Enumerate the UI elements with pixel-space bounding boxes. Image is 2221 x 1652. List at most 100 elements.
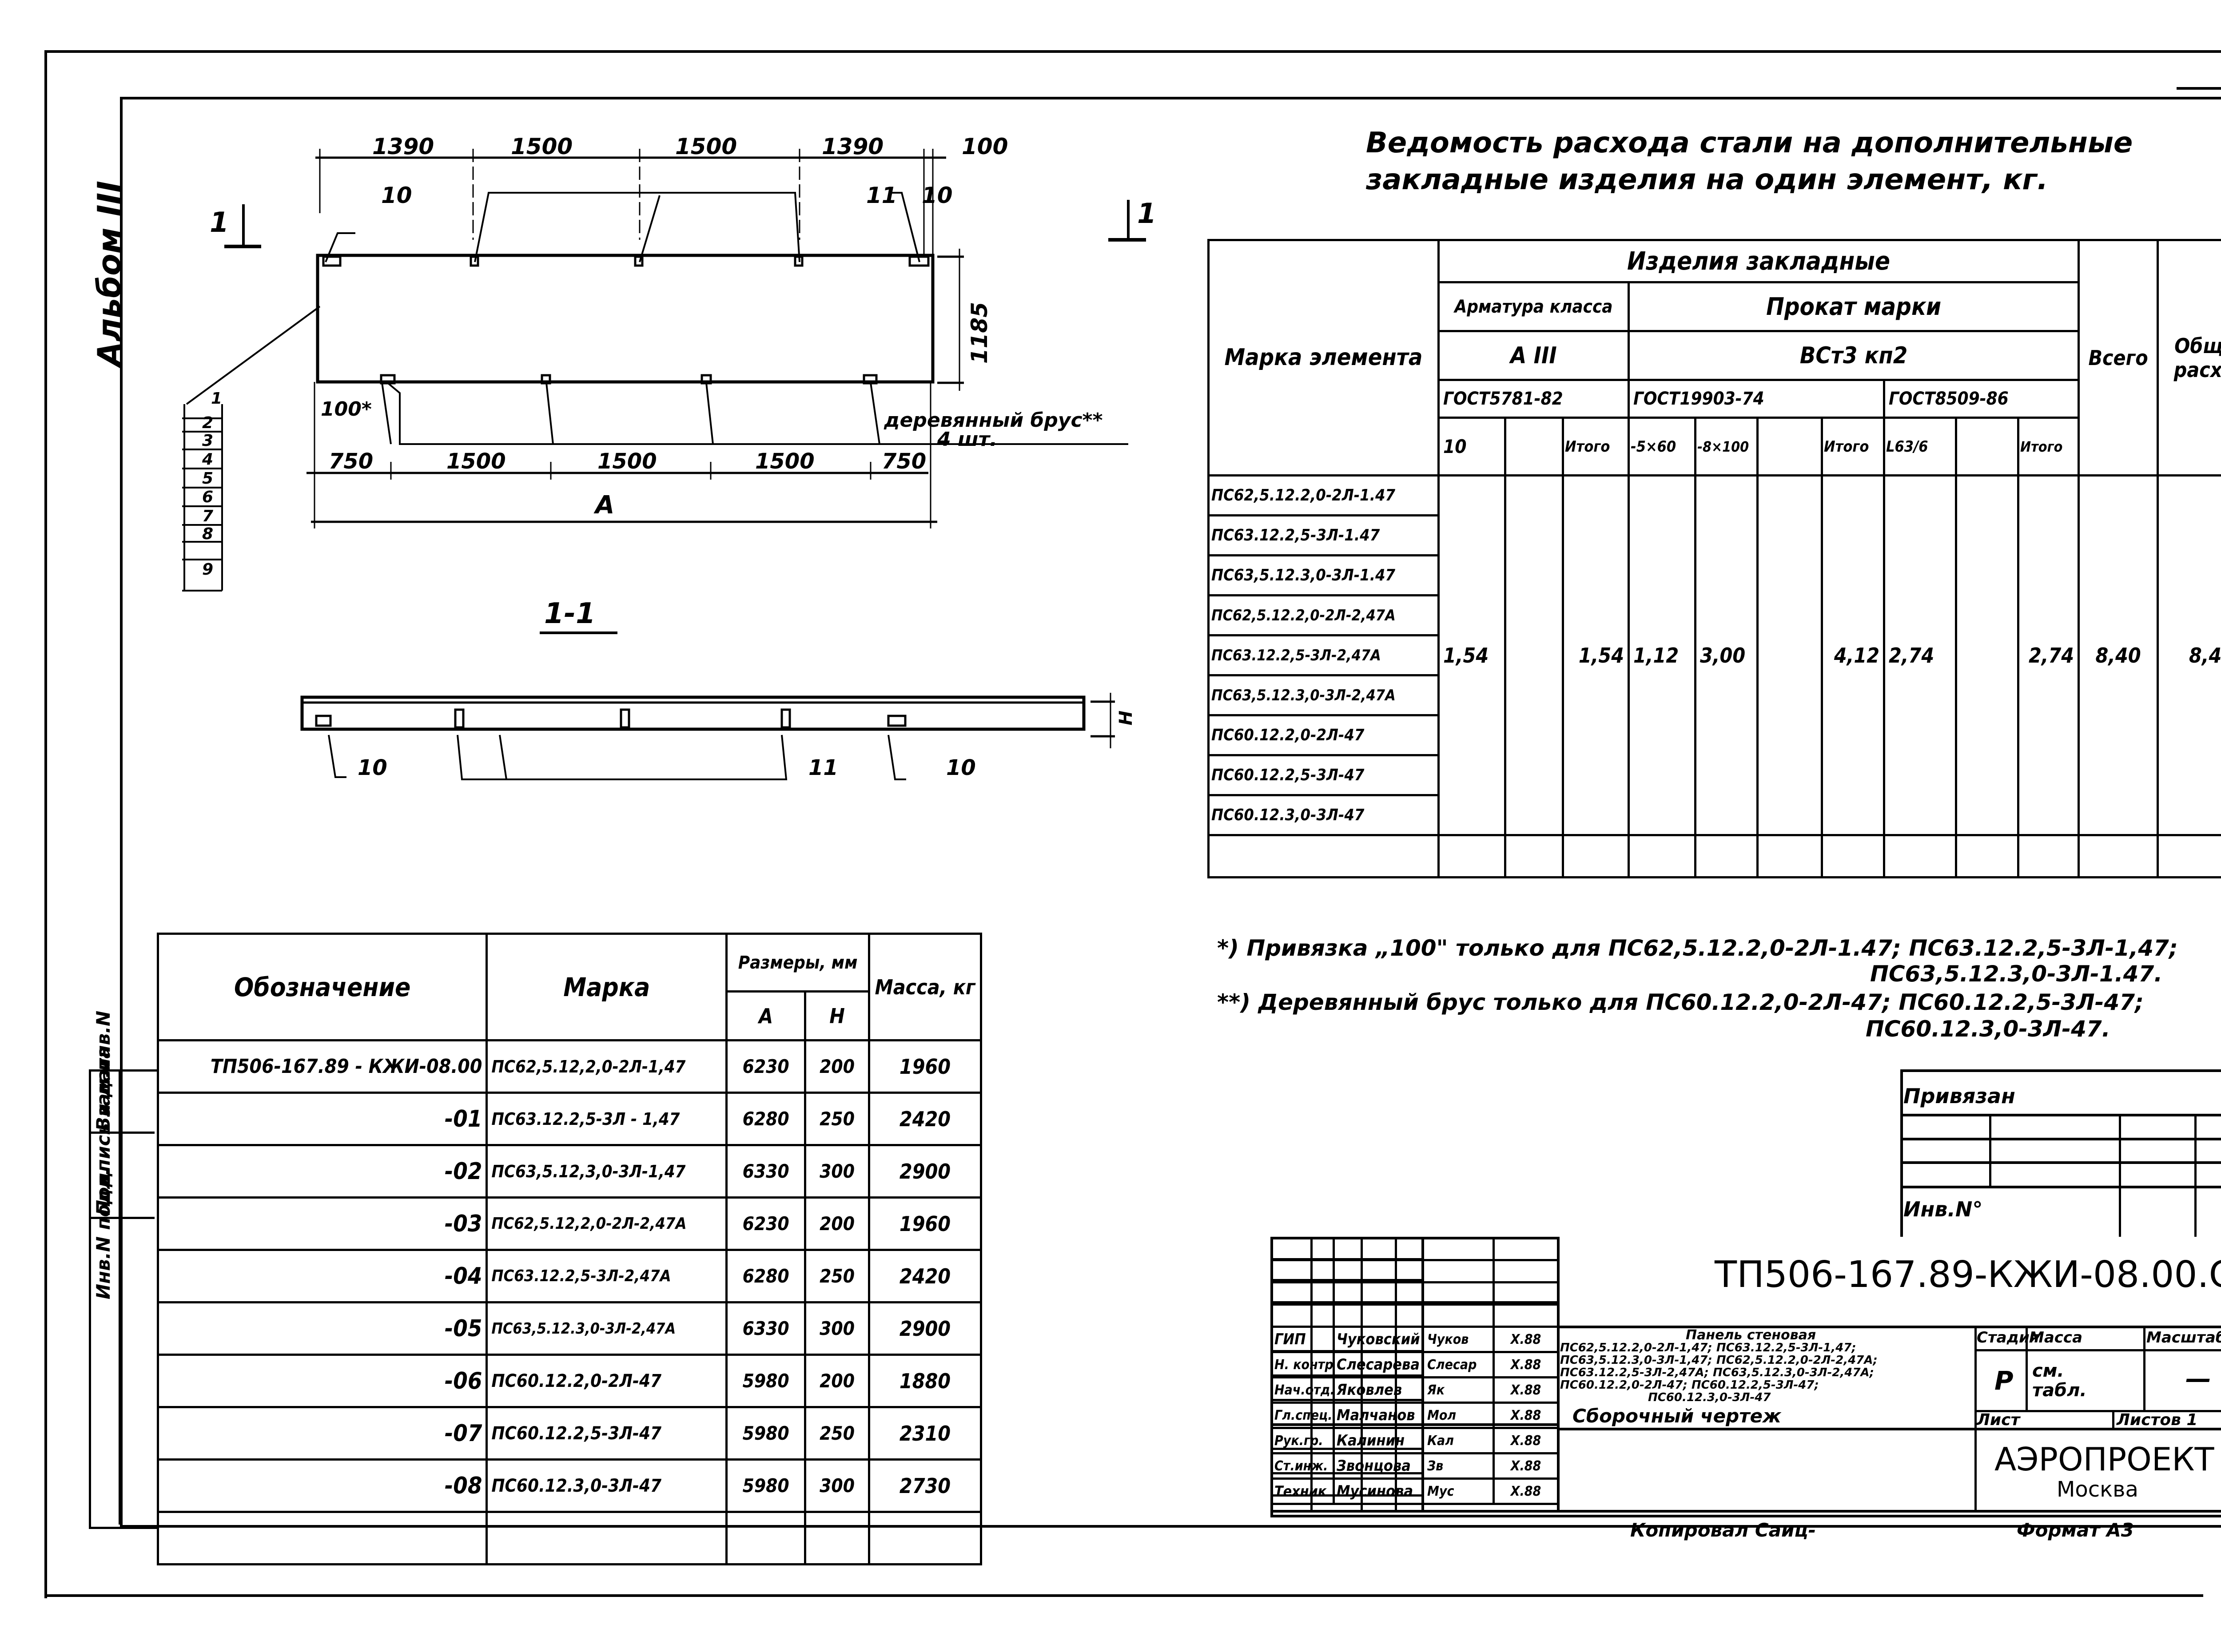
layer-number-6: 6 bbox=[202, 488, 214, 506]
signature: Кал bbox=[1421, 1427, 1495, 1454]
header-mark-element-label: Марка элемента bbox=[1224, 344, 1423, 371]
layer-number-2: 2 bbox=[202, 414, 214, 432]
sheet-format: Формат А3 bbox=[2017, 1519, 2134, 1541]
subcol-blank-2 bbox=[1756, 417, 1823, 477]
subcol-5x60: -5×60 bbox=[1628, 417, 1696, 477]
steel-row: ПС60.12.3,0-3Л-47 bbox=[1207, 794, 2221, 836]
note-2-line-1: **) Деревянный брус только для ПС60.12.2… bbox=[1217, 989, 2144, 1015]
designation: -02 bbox=[156, 1144, 488, 1199]
mass: 1960 bbox=[868, 1039, 982, 1094]
empty-cell bbox=[1562, 834, 1630, 878]
header-mark-element: Марка элемента bbox=[1207, 239, 1440, 477]
dim-top-1390-left: 1390 bbox=[372, 134, 434, 159]
binding-col-1 bbox=[1989, 1114, 1991, 1186]
subcol-l63: L63/6 bbox=[1883, 417, 1957, 477]
subcol-blank-1 bbox=[1504, 417, 1564, 477]
stage-value: Р bbox=[1994, 1366, 2014, 1396]
empty-cell bbox=[1270, 1237, 1335, 1261]
empty-cell bbox=[1694, 834, 1759, 878]
tb-header-row bbox=[1974, 1349, 2221, 1351]
value-5x60: 1,12 bbox=[1628, 474, 1696, 836]
size-h: 200 bbox=[804, 1039, 871, 1094]
mass-label: Масса bbox=[2029, 1329, 2083, 1346]
signature: Мус bbox=[1421, 1477, 1495, 1505]
binding-divider-3 bbox=[1900, 1161, 2221, 1164]
date: X.88 bbox=[1493, 1452, 1559, 1480]
tb-scale-col bbox=[2143, 1326, 2145, 1410]
empty-cell bbox=[1421, 1281, 1495, 1306]
mass: 2900 bbox=[868, 1301, 982, 1356]
description-line-2: ПС63,5.12.3,0-3Л-1,47; ПС62,5.12.2,0-2Л-… bbox=[1560, 1354, 1878, 1367]
value-blank-1 bbox=[1504, 474, 1564, 836]
mark: ПС62,5.12.2,0-2Л-2,47А bbox=[1207, 594, 1440, 636]
signature-row: Техник Мусинова Мус X.88 bbox=[1270, 1477, 1559, 1505]
spec-row: -02 ПС63,5.12,3,0-3Л-1,47 6330 300 2900 bbox=[156, 1144, 982, 1199]
header-sizes: Размеры, мм bbox=[725, 933, 871, 993]
scale-value: — bbox=[2185, 1363, 2211, 1394]
drawing-frame bbox=[120, 97, 2221, 1528]
designation: -08 bbox=[156, 1458, 488, 1513]
designation: -05 bbox=[156, 1301, 488, 1356]
section-mark-right: 1 bbox=[1137, 197, 1157, 230]
empty-cell bbox=[2157, 834, 2221, 878]
empty-cell bbox=[1493, 1281, 1559, 1306]
value-total: 8,40 bbox=[2078, 474, 2159, 836]
specification-table: Обозначение Марка Размеры, мм Масса, кг … bbox=[156, 933, 982, 1565]
empty-cell bbox=[1628, 834, 1696, 878]
empty-cell bbox=[1207, 834, 1440, 878]
empty-cell bbox=[1955, 834, 2019, 878]
layer-number-5: 5 bbox=[202, 469, 214, 488]
dim-bottom-1500-a: 1500 bbox=[446, 449, 506, 474]
sheet-label: Лист bbox=[1977, 1411, 2020, 1429]
size-a: 5980 bbox=[725, 1406, 807, 1461]
side-stamp-divider-2 bbox=[89, 1217, 155, 1219]
empty-cell bbox=[1333, 1281, 1424, 1306]
subcol-total-3: Итого bbox=[2017, 417, 2080, 477]
spec-row: -05 ПС63,5.12.3,0-3Л-2,47А 6330 300 2900 bbox=[156, 1301, 982, 1356]
steel-row-empty bbox=[1207, 834, 2221, 878]
mass: 2730 bbox=[868, 1458, 982, 1513]
note-1-line-1: *) Привязка „100" только для ПС62,5.12.2… bbox=[1217, 935, 2178, 961]
stamp-inv-orig: Инв.N подл. bbox=[92, 1168, 114, 1299]
scale-label: Масштаб bbox=[2146, 1329, 2221, 1346]
wood-beam-qty: 4 шт. bbox=[937, 428, 997, 451]
spec-row: -06 ПС60.12.2,0-2Л-47 5980 200 1880 bbox=[156, 1354, 982, 1408]
header-mark: Марка bbox=[486, 933, 728, 1041]
spec-row: -01 ПС63.12.2,5-3Л - 1,47 6280 250 2420 bbox=[156, 1092, 982, 1146]
header-rebar-grade: А III bbox=[1437, 330, 1630, 381]
size-a: 6280 bbox=[725, 1249, 807, 1303]
designation: -03 bbox=[156, 1196, 488, 1251]
header-size-a: A bbox=[725, 990, 807, 1041]
tb-main-divider-2 bbox=[1557, 1428, 2221, 1430]
size-a bbox=[725, 1511, 807, 1565]
mark: ПС63.12.2,5-3Л-2,47А bbox=[1207, 634, 1440, 676]
empty-cell bbox=[1270, 1303, 1335, 1328]
steel-consumption-table: Марка элемента Изделия закладные Всего О… bbox=[1207, 239, 2221, 878]
name: Чуковский bbox=[1333, 1326, 1424, 1353]
empty-cell bbox=[1333, 1259, 1424, 1283]
date: X.88 bbox=[1493, 1351, 1559, 1378]
size-h: 300 bbox=[804, 1301, 871, 1356]
size-a: 6280 bbox=[725, 1092, 807, 1146]
size-h: 300 bbox=[804, 1458, 871, 1513]
dim-offset-100: 100* bbox=[321, 398, 372, 421]
description-title: Панель стеновая bbox=[1686, 1327, 1816, 1343]
mark: ПС60.12.2,0-2Л-47 bbox=[1207, 714, 1440, 756]
date: X.88 bbox=[1493, 1477, 1559, 1505]
signature-row: Н. контр. Слесарева Слесар X.88 bbox=[1270, 1351, 1559, 1378]
steel-table-title-line2: закладные изделия на один элемент, кг. bbox=[1366, 163, 2048, 196]
sheets-count: Листов 1 bbox=[2117, 1411, 2198, 1429]
empty-cell bbox=[1333, 1237, 1424, 1261]
side-stamp-divider-1 bbox=[89, 1132, 155, 1134]
empty-cell bbox=[1437, 834, 1506, 878]
section-label-10-left: 10 bbox=[358, 755, 387, 780]
spec-row: -04 ПС63.12.2,5-3Л-2,47А 6280 250 2420 bbox=[156, 1249, 982, 1303]
description-line-1: ПС62,5.12.2,0-2Л-1,47; ПС63.12.2,5-3Л-1,… bbox=[1560, 1341, 1856, 1354]
mark bbox=[486, 1511, 728, 1565]
name: Мусинова bbox=[1333, 1477, 1424, 1505]
layer-number-7: 7 bbox=[202, 507, 214, 525]
empty-cell bbox=[1756, 834, 1823, 878]
mark: ПС60.12.3,0-3Л-47 bbox=[486, 1458, 728, 1513]
dim-bottom-750-left: 750 bbox=[329, 449, 374, 474]
designation: -06 bbox=[156, 1354, 488, 1408]
